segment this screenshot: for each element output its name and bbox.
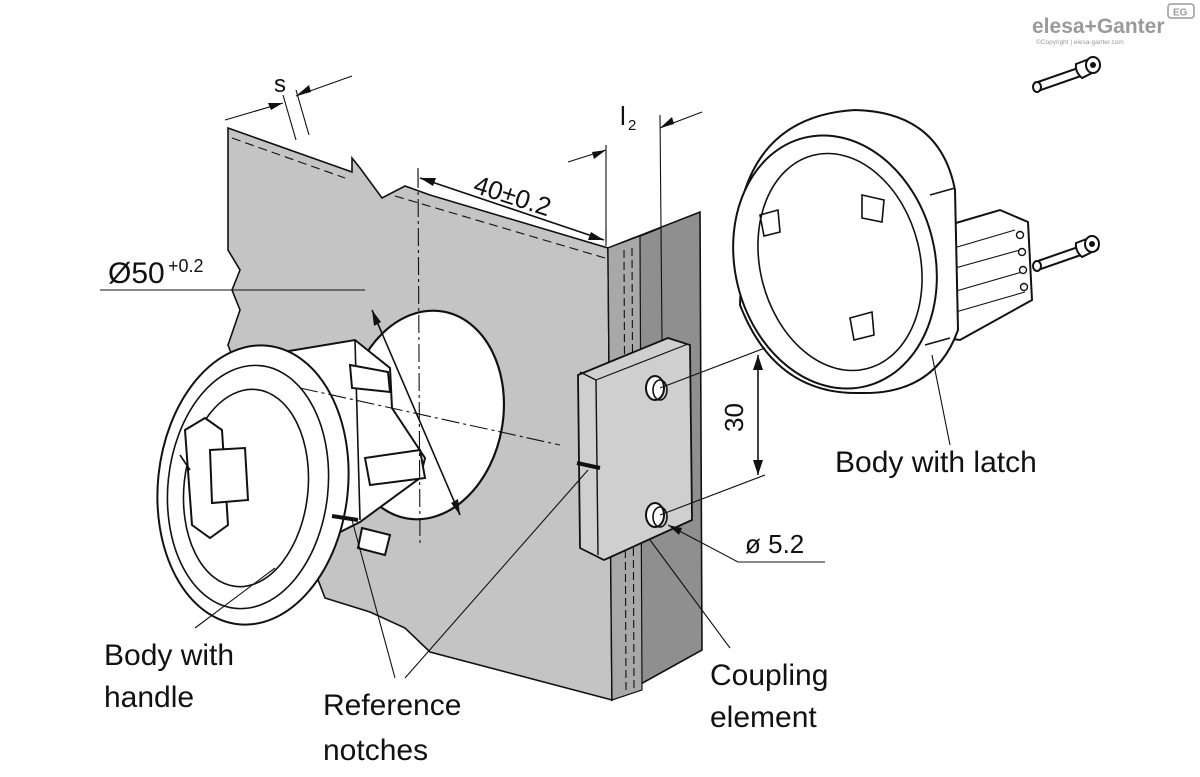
logo-copyright: ©Copyright | elesa-ganter.com	[1036, 38, 1124, 46]
dimension-s: s	[224, 71, 353, 141]
screw-top	[1032, 56, 1101, 93]
dim-l2-label: l	[620, 101, 626, 131]
label-body-latch: Body with latch	[835, 446, 1037, 479]
dim-s-label: s	[274, 71, 286, 98]
dimension-l2: l 2	[567, 101, 703, 341]
label-reference-2: notches	[323, 734, 428, 767]
logo-badge: EG	[1173, 8, 1188, 19]
dimension-hole-diameter: ø 5.2	[667, 524, 825, 563]
dim-l2-sub: 2	[628, 117, 636, 134]
dimension-diameter: Ø50 +0.2	[100, 169, 561, 546]
dimension-30: 30	[659, 347, 766, 516]
logo-text: elesa+Ganter	[1032, 15, 1165, 38]
label-body-handle-2: handle	[104, 681, 194, 714]
label-body-handle-1: Body with	[104, 639, 234, 672]
body-with-latch	[732, 108, 1034, 395]
body-with-handle	[156, 338, 427, 626]
part-labels: Body with handle Reference notches Coupl…	[104, 446, 1037, 767]
logo-badge-frame	[1167, 3, 1195, 19]
dim-diameter-label: Ø50	[108, 257, 165, 290]
label-coupling-2: element	[710, 701, 817, 734]
screw-bottom	[1032, 235, 1100, 272]
dim-diameter-tolerance: +0.2	[168, 256, 204, 276]
dim-30-label: 30	[719, 403, 749, 432]
reference-notch-handle	[331, 514, 359, 522]
coupling-element	[576, 337, 693, 561]
leader-lines	[194, 354, 951, 679]
reference-notch-coupling	[576, 461, 601, 470]
label-coupling-1: Coupling	[710, 659, 828, 692]
dim-hole-label: ø 5.2	[745, 529, 804, 559]
label-reference-1: Reference	[323, 689, 461, 722]
brand-logo: elesa+Ganter EG ©Copyright | elesa-gante…	[1032, 3, 1195, 46]
